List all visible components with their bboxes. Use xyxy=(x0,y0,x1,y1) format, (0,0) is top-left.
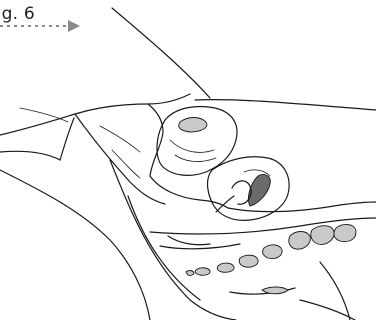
vertebrae xyxy=(186,225,356,276)
gloved-hand xyxy=(0,94,228,208)
dotted-arrow-right-icon xyxy=(0,20,80,32)
upper-organ xyxy=(157,107,237,176)
